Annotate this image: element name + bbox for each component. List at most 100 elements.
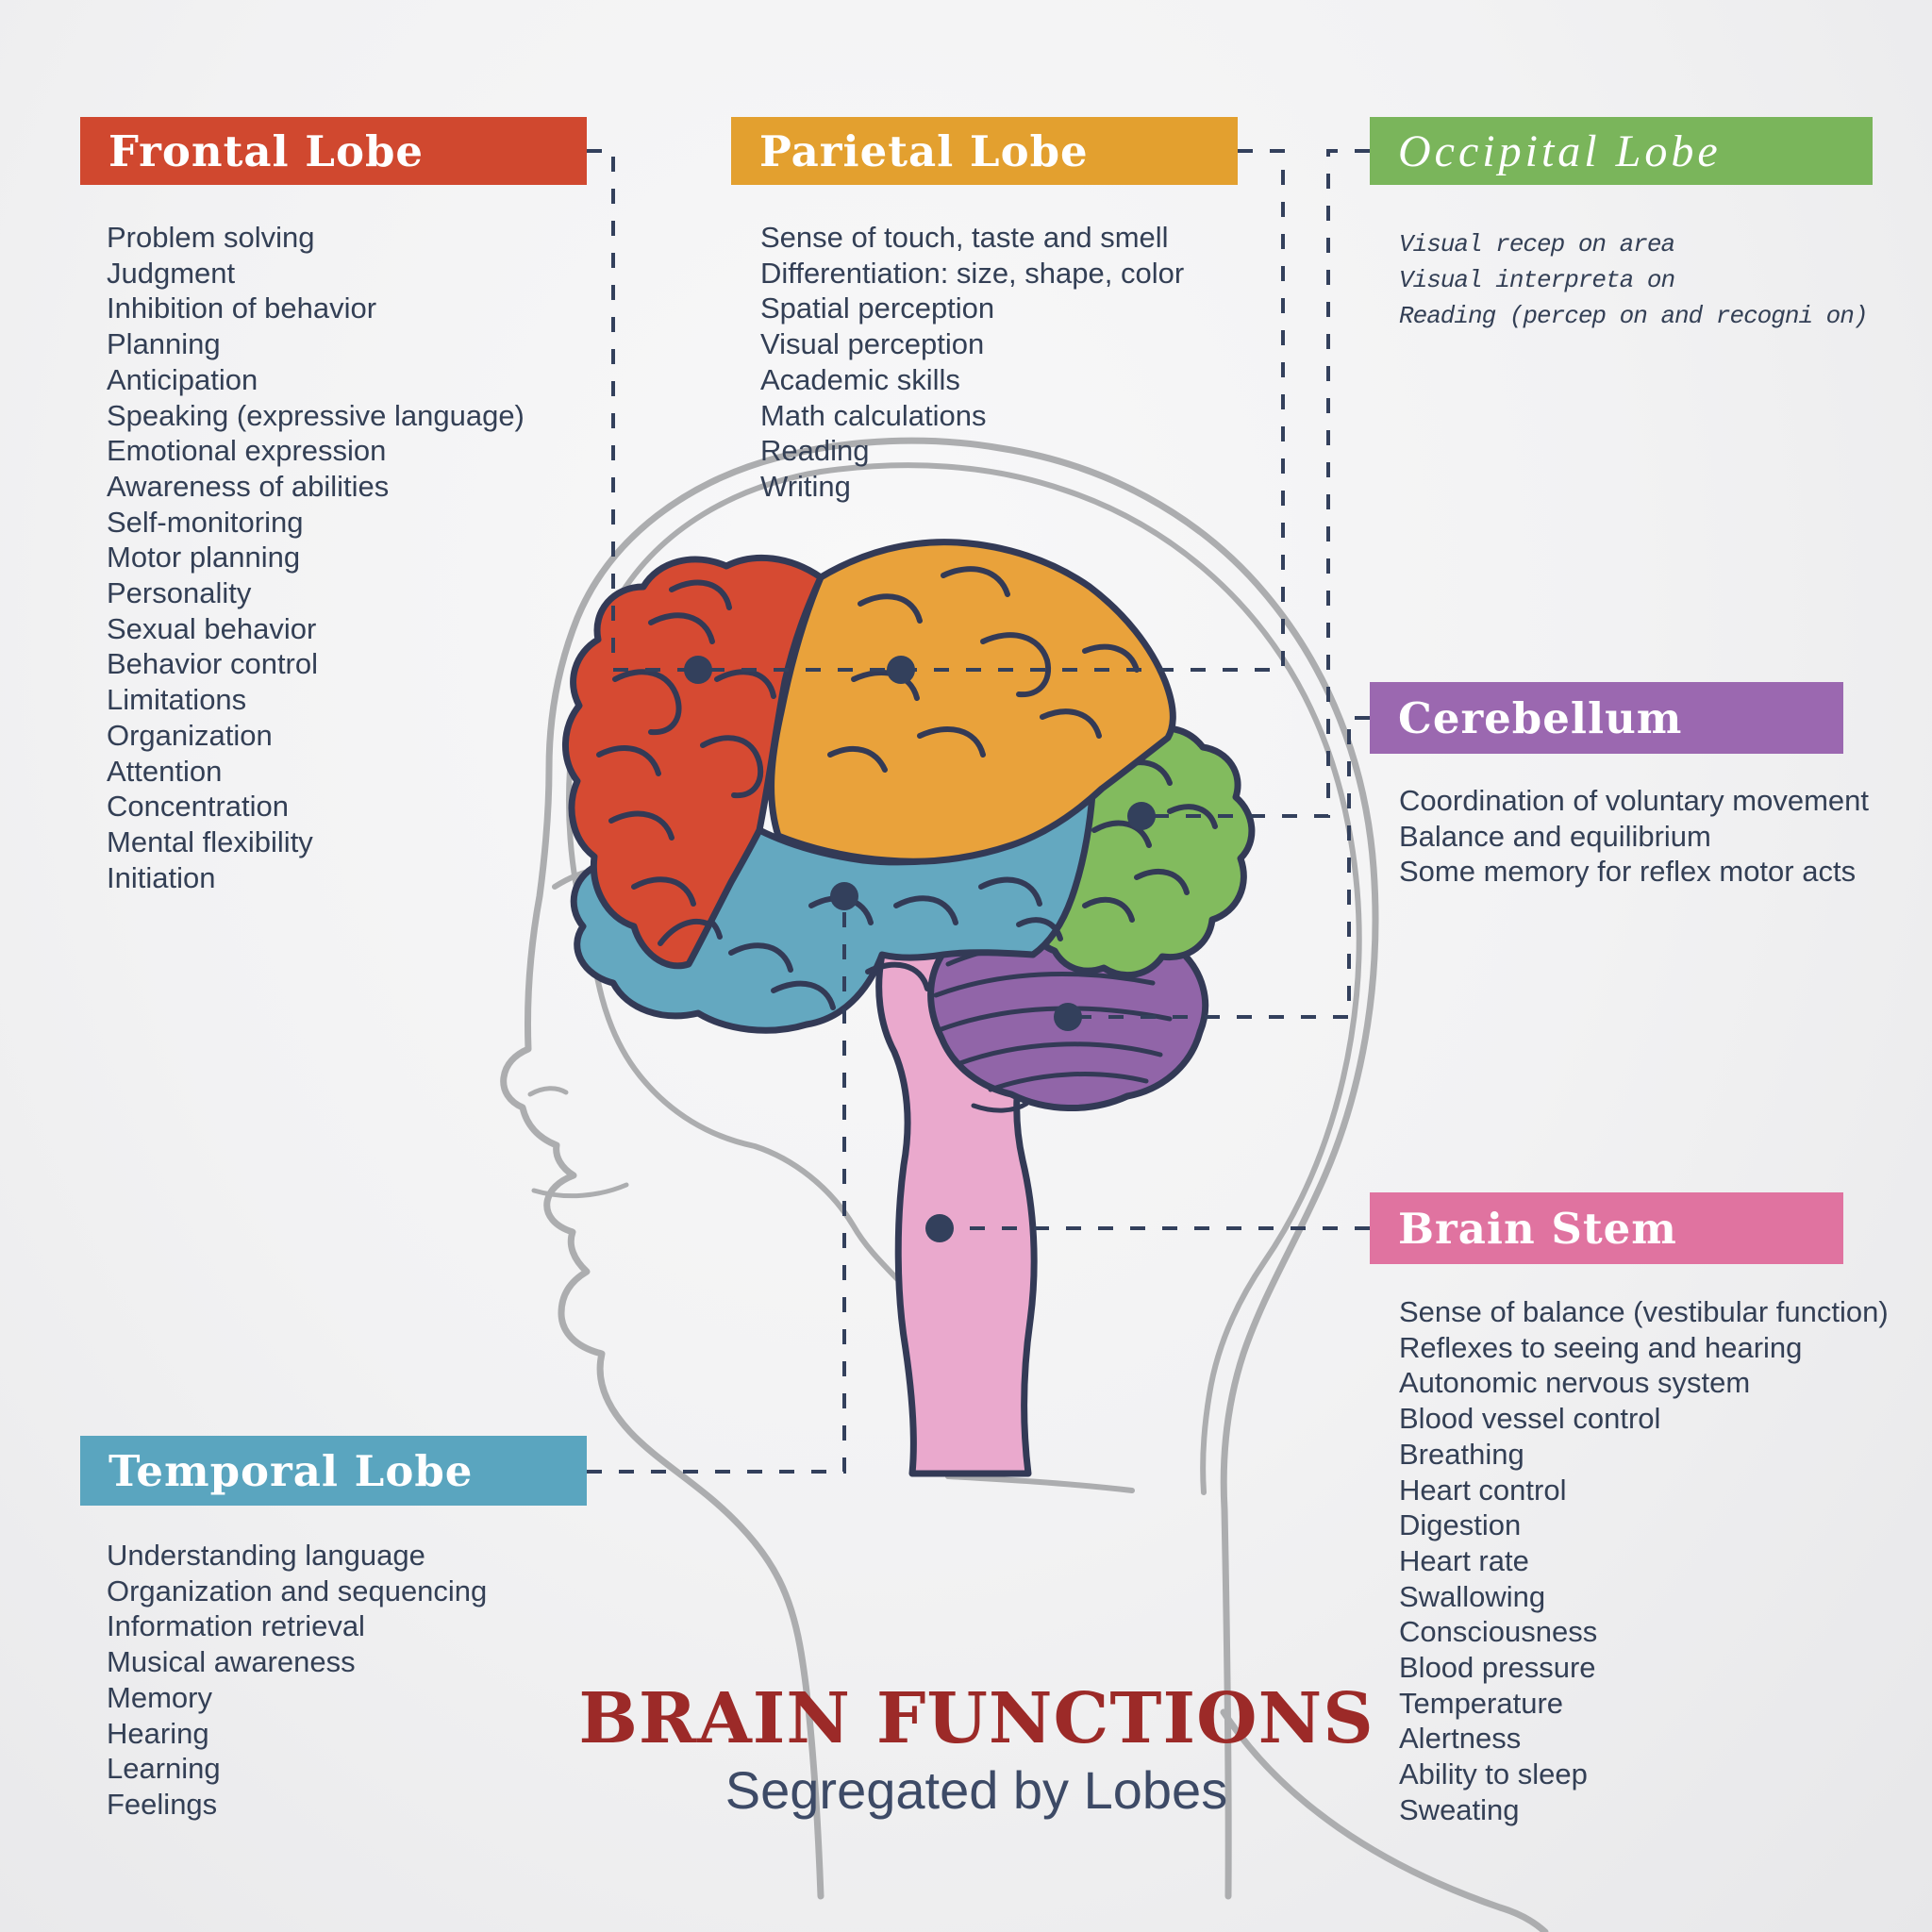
gyrus-line: [728, 942, 793, 973]
list-item: Sense of touch, taste and smell: [760, 221, 1169, 254]
list-item: Differentiation: size, shape, color: [760, 256, 1185, 290]
list-item: Breathing: [1399, 1437, 1524, 1471]
temporal-dot: [830, 882, 858, 910]
list-item: Alertness: [1399, 1722, 1522, 1756]
list-item: Visual interpreta on: [1399, 266, 1675, 294]
gyrus-line: [865, 961, 930, 991]
gyrus-line: [941, 566, 1010, 597]
list-item: Sense of balance (vestibular function): [1399, 1295, 1889, 1328]
stem-line: [971, 1101, 1029, 1113]
nostril-line: [527, 1086, 569, 1097]
list-item: Musical awareness: [107, 1645, 356, 1679]
frontal-parietal-connector-line: [587, 149, 1285, 672]
list-item: Hearing: [107, 1716, 209, 1750]
list-item: Organization and sequencing: [107, 1574, 488, 1607]
list-item: Motor planning: [107, 541, 301, 575]
brainstem-title: Brain Stem: [1398, 1203, 1677, 1254]
gyrus-line: [978, 876, 1042, 907]
list-item: Autonomic nervous system: [1399, 1366, 1751, 1400]
gyrus-line: [714, 669, 776, 699]
brain-illustration: [562, 539, 1256, 1477]
list-item: Swallowing: [1399, 1579, 1546, 1613]
brainstem-header: Brain Stem: [1370, 1192, 1843, 1264]
list-item: Behavior control: [107, 647, 319, 681]
list-item: Understanding language: [107, 1539, 425, 1572]
list-item: Limitations: [107, 683, 247, 717]
gyrus-line: [1016, 917, 1063, 941]
list-item: Awareness of abilities: [107, 469, 390, 503]
list-item: Visual perception: [760, 327, 985, 361]
cerebellum-connector-line: [1068, 716, 1370, 1019]
brainstem-list: Sense of balance (vestibular function)Re…: [1399, 1294, 1889, 1828]
list-item: Sweating: [1399, 1792, 1520, 1826]
occipital-lobe-header: Occipital Lobe: [1370, 117, 1873, 185]
gyrus-line: [648, 612, 715, 644]
list-item: Spatial perception: [760, 291, 995, 325]
list-item: Initiation: [107, 860, 216, 894]
neck-base-line: [945, 1474, 1135, 1493]
list-item: Attention: [107, 754, 223, 788]
list-item: Organization: [107, 718, 273, 752]
list-item: Writing: [760, 469, 851, 503]
shoulder-line: [1220, 1708, 1549, 1932]
list-item: Blood pressure: [1399, 1651, 1596, 1685]
gyrus-line: [1082, 896, 1135, 923]
list-item: Digestion: [1399, 1508, 1522, 1542]
list-item: Heart control: [1399, 1473, 1567, 1507]
list-item: Math calculations: [760, 398, 987, 432]
parietal-lobe-shape: [768, 539, 1176, 865]
gyrus-line: [1082, 643, 1140, 673]
connector-dots: [684, 656, 1156, 1242]
title-block: BRAIN FUNCTIONS Segregated by Lobes: [566, 1681, 1387, 1824]
gyrus-line: [608, 810, 675, 841]
gyrus-line: [1091, 820, 1152, 848]
list-item: Concentration: [107, 790, 290, 824]
list-item: Learning: [107, 1752, 221, 1786]
frontal-dot: [684, 656, 712, 684]
frontal-lobe-header: Frontal Lobe: [80, 117, 587, 185]
list-item: Visual recep on area: [1399, 230, 1675, 258]
frontal-lobe-shape: [562, 554, 824, 970]
gyrus-line: [917, 726, 986, 758]
gyrus-line: [827, 745, 888, 773]
parietal-gyri: [827, 566, 1140, 773]
gyrus-line: [1134, 868, 1190, 895]
temporal-connector-line: [587, 896, 846, 1474]
list-item: Planning: [107, 327, 221, 361]
occipital-dot: [1127, 802, 1156, 830]
list-item: Reflexes to seeing and hearing: [1399, 1330, 1803, 1364]
list-item: Problem solving: [107, 221, 315, 254]
subtitle: Segregated by Lobes: [724, 1760, 1228, 1820]
occipital-lobe-title: Occipital Lobe: [1398, 125, 1722, 176]
gyrus-line: [893, 895, 958, 925]
list-item: Anticipation: [107, 362, 258, 396]
list-item: Reading: [760, 434, 870, 468]
parietal-dot: [887, 656, 915, 684]
list-item: Information retrieval: [107, 1609, 365, 1643]
gyrus-line: [612, 669, 682, 736]
cerebellum-dot: [1054, 1003, 1082, 1031]
gyrus-line: [980, 632, 1052, 698]
gyrus-line: [1040, 708, 1102, 739]
list-item: Judgment: [107, 256, 236, 290]
list-item: Temperature: [1399, 1686, 1564, 1720]
gyrus-line: [771, 980, 836, 1010]
gyrus-line: [700, 735, 764, 799]
mouth-line: [531, 1182, 629, 1199]
frontal-gyri: [596, 579, 776, 946]
list-item: Balance and equilibrium: [1399, 819, 1711, 853]
list-item: Emotional expression: [107, 434, 387, 468]
list-item: Personality: [107, 576, 252, 610]
main-title: BRAIN FUNCTIONS: [578, 1678, 1374, 1759]
face-and-skull-outline: [500, 437, 1379, 1900]
gyrus-line: [858, 593, 923, 624]
list-item: Mental flexibility: [107, 824, 313, 858]
parietal-lobe-title: Parietal Lobe: [759, 125, 1089, 176]
gyrus-line: [596, 745, 661, 776]
